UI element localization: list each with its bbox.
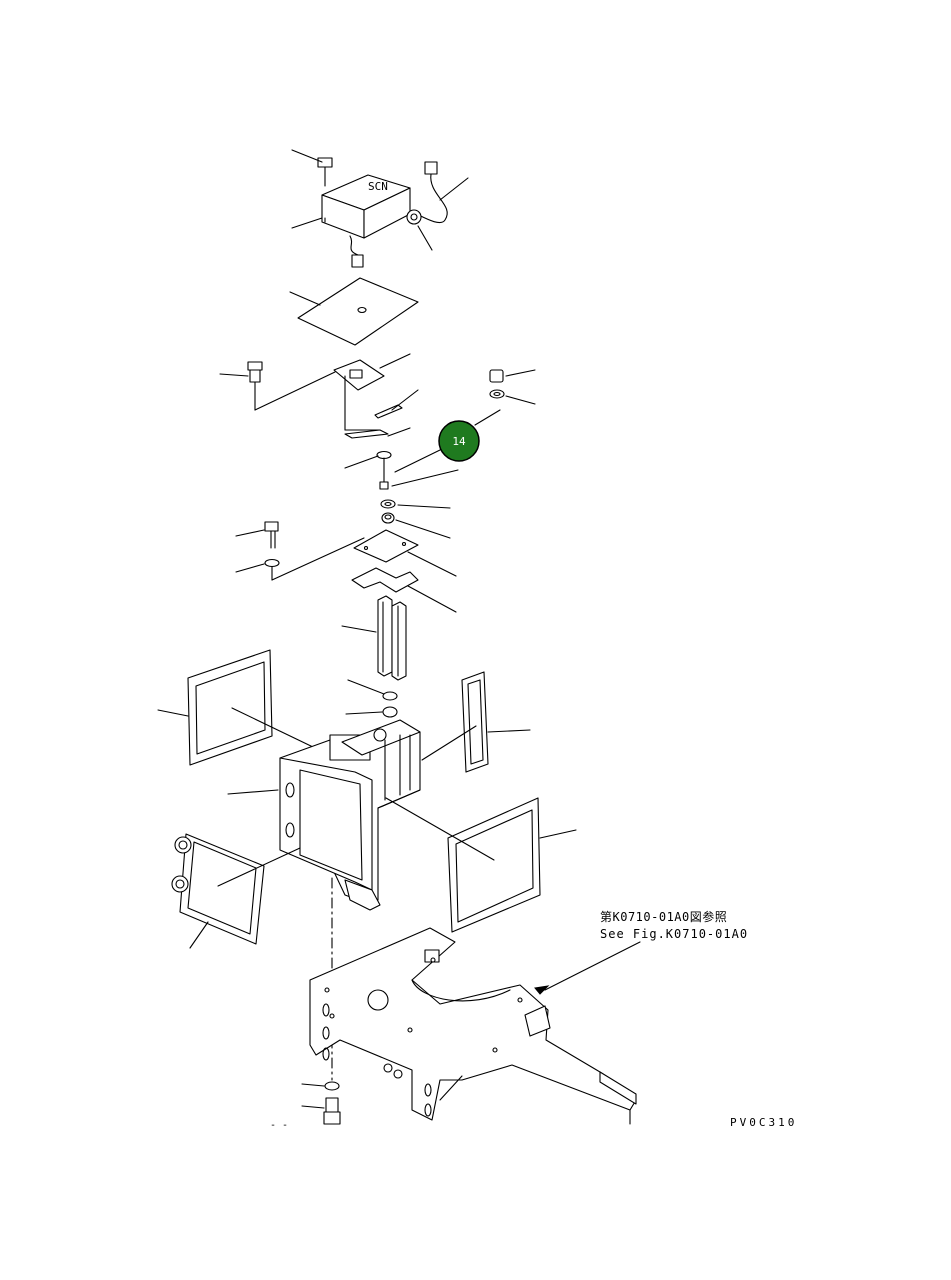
svg-text:SCN: SCN [368,180,388,193]
bolt-icon [264,521,365,581]
gasket-frame-icon [187,649,273,766]
reference-english: See Fig.K0710-01A0 [600,927,748,941]
callout-badge[interactable] [438,420,480,462]
rail-icon [377,595,407,681]
callout-label: 14 [452,435,466,448]
ecu-module-icon [247,359,403,439]
washer-stack-icon [380,499,396,524]
base-bracket-icon [309,927,637,1125]
reference-japanese: 第K0710-01A0図参照 [600,909,727,924]
large-gasket-icon [447,797,541,933]
stray-mark: - - [270,1120,288,1131]
bottom-bolt-icon [323,1081,341,1125]
mounting-frame-icon [279,719,421,911]
narrow-gasket-icon [461,671,489,773]
nut-washer-icon [489,369,505,399]
gasket-plate-icon [297,277,419,346]
stud-icon [376,450,392,490]
bracket-plate-icon [351,529,419,593]
drawing-code: PV0C310 [730,1116,797,1129]
eared-gasket-icon [171,833,265,945]
controller-box-icon: SCN [317,157,448,268]
